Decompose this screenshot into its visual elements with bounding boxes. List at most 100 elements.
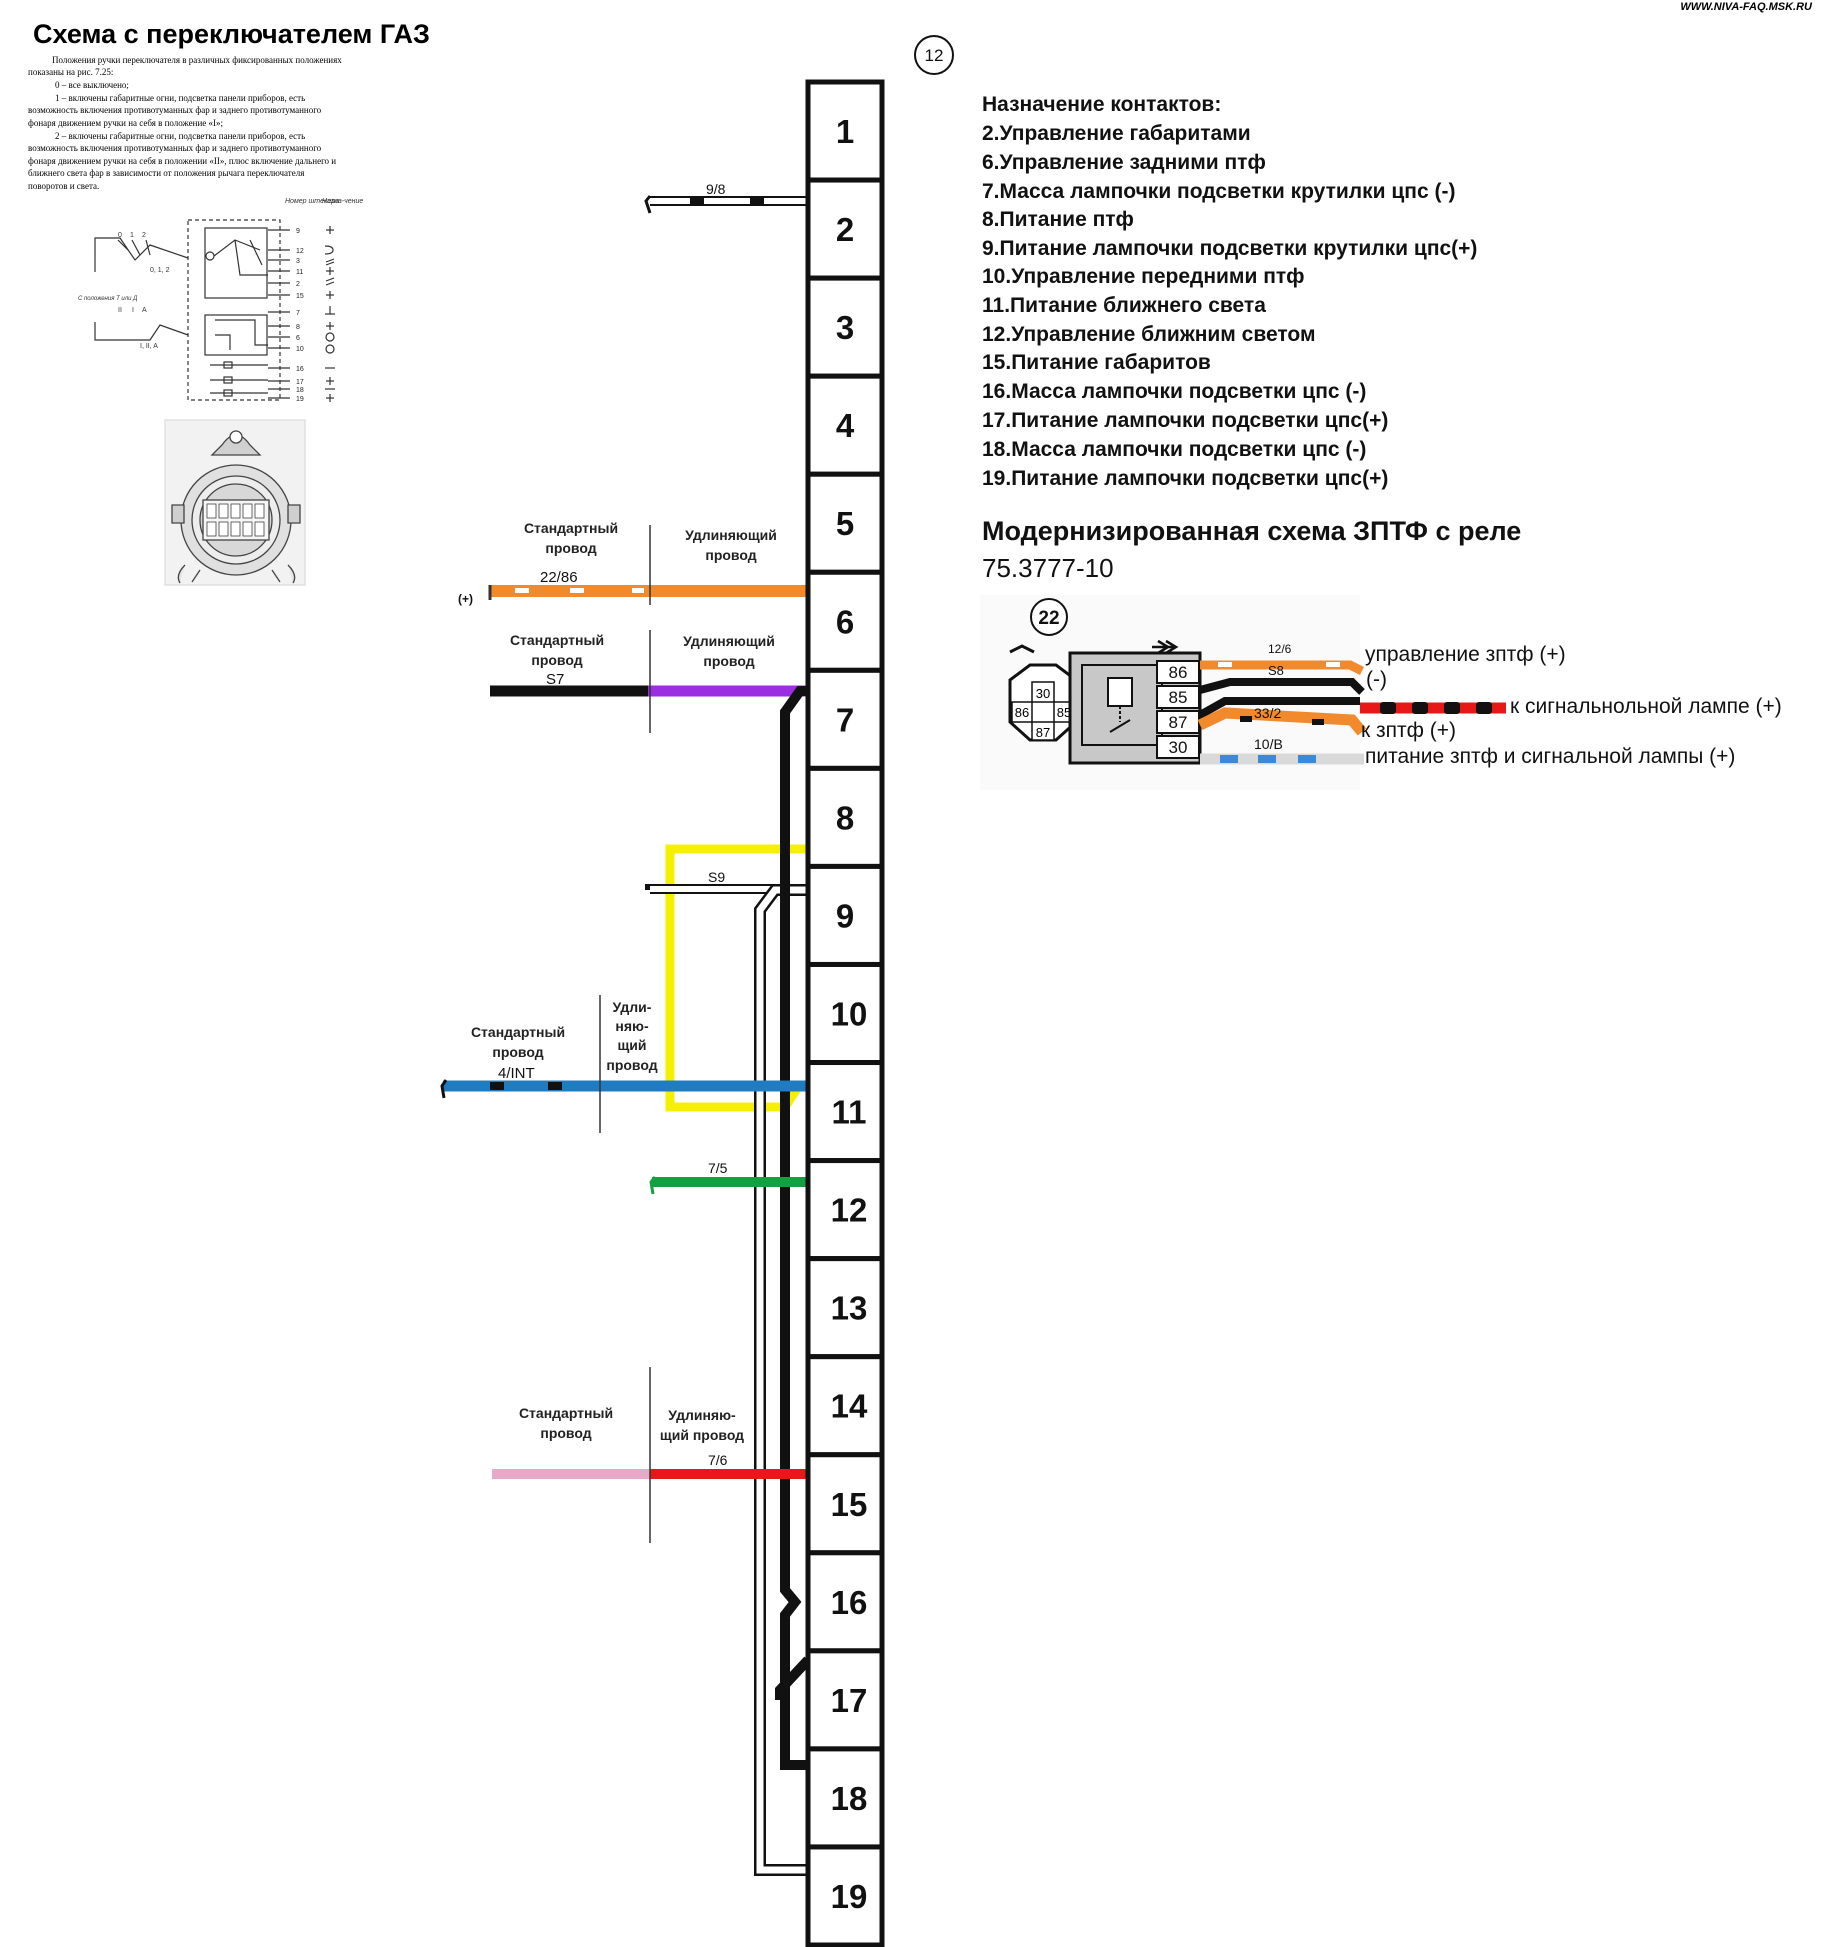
- contact-item: 19.Питание лампочки подсветки цпс(+): [982, 467, 1388, 490]
- wire-pin12: 7/5: [649, 1160, 808, 1195]
- relay-label-lamp: к сигнальнольной лампе (+): [1510, 695, 1782, 718]
- wire-group-labels: Стандартный провод Удлиняющий провод Ста…: [471, 520, 777, 1443]
- site-url[interactable]: WWW.NIVA-FAQ.MSK.RU: [1680, 1, 1813, 13]
- pin-cell-6: 6: [805, 569, 885, 673]
- ext-label-15: щий провод: [660, 1427, 744, 1443]
- contacts-heading: Назначение контактов:: [982, 93, 1221, 116]
- pos-label: A: [142, 307, 147, 314]
- pos-label: 2: [142, 232, 146, 239]
- wire-label-s9: S9: [708, 869, 725, 885]
- std-label-6: Стандартный: [524, 520, 618, 536]
- relay-pin-86: 86: [1169, 663, 1188, 682]
- socket-pin: 85: [1057, 705, 1071, 720]
- switch-pin: 9: [296, 228, 300, 235]
- wire-code: 33/2: [1254, 705, 1281, 721]
- wire-label-7-6: 7/6: [708, 1452, 728, 1468]
- purpose-header: Назна-чение: [322, 198, 363, 205]
- ext-label-11: Удли-: [613, 999, 652, 1015]
- pin-number: 14: [831, 1388, 868, 1425]
- connector-id: 12: [925, 46, 944, 65]
- switch-pin: 3: [296, 258, 300, 265]
- contact-item: 9.Питание лампочки подсветки крутилки цп…: [982, 237, 1477, 260]
- pin-number: 8: [836, 799, 854, 836]
- std-label-15: Стандартный: [519, 1405, 613, 1421]
- caption-note: С положения T или Д: [78, 296, 138, 302]
- pin-number: 5: [836, 505, 854, 542]
- intro-line: 2 – включены габаритные огни, подсветка …: [55, 131, 305, 141]
- relay-pin-30: 30: [1169, 738, 1188, 757]
- switch-pin: 2: [296, 281, 300, 288]
- pin-cell-19: 19: [805, 1844, 885, 1947]
- pin-box: [805, 569, 885, 673]
- pin-cell-12: 12: [805, 1158, 885, 1262]
- ext-label-11: няю-: [615, 1018, 649, 1034]
- intro-line: ближнего света фар в зависимости от поло…: [28, 168, 304, 178]
- pos-label: I, II, A: [140, 343, 158, 350]
- pin-number: 11: [832, 1094, 867, 1131]
- pin-box: [805, 863, 885, 967]
- pin-number: 2: [836, 211, 854, 248]
- pin-box: [805, 177, 885, 281]
- pin-box: [805, 1060, 885, 1164]
- contact-item: 6.Управление задними птф: [982, 151, 1266, 174]
- switch-pin: 19: [296, 396, 304, 403]
- pin-box: [805, 1746, 885, 1850]
- wire-code: S8: [1268, 663, 1284, 678]
- switch-pin: 6: [296, 335, 300, 342]
- contact-item: 11.Питание ближнего света: [982, 294, 1266, 317]
- purpose-symbols: [324, 226, 335, 402]
- pin-cell-11: 11: [805, 1060, 885, 1164]
- relay-label-power: питание зптф и сигнальной лампы (+): [1365, 745, 1735, 768]
- wire-pin7: S7: [490, 671, 808, 697]
- intro-line: фонаря движением ручки на себя в положен…: [28, 118, 223, 128]
- wire-pin15: 7/6: [492, 1452, 808, 1479]
- relay-label-fog: к зптф (+): [1361, 719, 1456, 742]
- pin-number: 13: [831, 1290, 868, 1327]
- switch-pin: 15: [296, 293, 304, 300]
- pin-box: [805, 1256, 885, 1360]
- pin-cell-14: 14: [805, 1354, 885, 1458]
- pin-cell-10: 10: [805, 961, 885, 1066]
- switch-pin: 18: [296, 387, 304, 394]
- relay-pin-85: 85: [1169, 688, 1188, 707]
- wire-label-4-int: 4/INT: [498, 1065, 535, 1082]
- intro-line: фонаря движением ручки на себя в положен…: [28, 156, 336, 166]
- pin-number: 7: [836, 701, 854, 738]
- pin-cell-18: 18: [805, 1746, 885, 1850]
- pin-cell-5: 5: [805, 471, 885, 575]
- pin-cell-3: 3: [805, 275, 885, 379]
- contact-item: 12.Управление ближним светом: [982, 323, 1316, 346]
- ext-label-11: провод: [606, 1057, 657, 1073]
- pin-box: [805, 1648, 885, 1752]
- pos-label: I: [132, 307, 134, 314]
- std-label-6: провод: [545, 540, 596, 556]
- switch-pin: 17: [296, 379, 304, 386]
- pin-cell-16: 16: [805, 1550, 885, 1654]
- pin-number: 10: [831, 996, 868, 1033]
- ext-label-6: провод: [705, 547, 756, 563]
- switch-pin: 10: [296, 346, 304, 353]
- socket-pin: 87: [1036, 725, 1050, 740]
- pin-cell-4: 4: [805, 373, 885, 477]
- contact-item: 10.Управление передними птф: [982, 265, 1305, 288]
- relay-body: 86 85 87 30: [1068, 639, 1202, 765]
- std-label-11: Стандартный: [471, 1024, 565, 1040]
- wire-label-9-8: 9/8: [706, 181, 726, 197]
- pin-box: [805, 1844, 885, 1947]
- ext-label-7: провод: [703, 653, 754, 669]
- pin-cell-7: 7: [805, 667, 885, 771]
- std-label-15: провод: [540, 1425, 591, 1441]
- relay-model: 75.3777-10: [982, 553, 1114, 583]
- contact-item: 18.Масса лампочки подсветки цпс (-): [982, 438, 1366, 461]
- contact-item: 15.Питание габаритов: [982, 351, 1211, 374]
- contact-item: 17.Питание лампочки подсветки цпс(+): [982, 409, 1388, 432]
- pin-number-header: Номер штекера: [285, 198, 339, 205]
- wire-separators: [599, 525, 651, 1543]
- relay-diagram: 22 30 86 85 87: [980, 595, 1782, 790]
- pin-box: [805, 765, 885, 869]
- intro-line: возможность включения противотуманных фа…: [28, 105, 322, 115]
- pin-number: 19: [831, 1878, 868, 1915]
